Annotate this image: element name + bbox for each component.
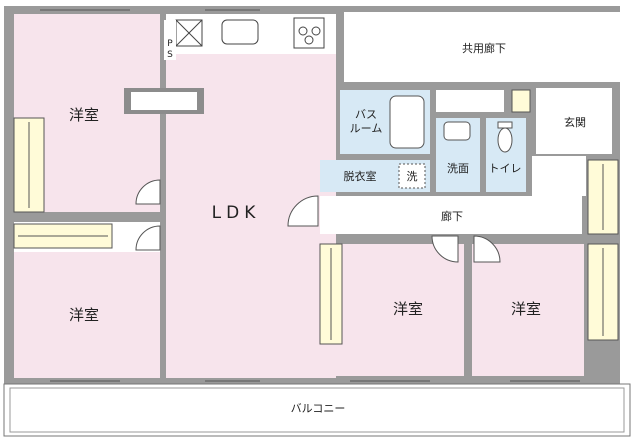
closet-right-top	[587, 159, 619, 235]
common-corridor	[344, 12, 634, 82]
label-toilet: トイレ	[489, 162, 522, 175]
label-common-corridor: 共用廊下	[462, 41, 506, 55]
entrance	[536, 88, 612, 154]
room-ldk	[166, 14, 336, 378]
label-ps-p: P	[167, 39, 173, 49]
label-dressing: 脱衣室	[344, 169, 377, 183]
label-western-4: 洋室	[511, 300, 541, 318]
closet-right-bottom	[587, 243, 619, 341]
label-bath-1: バス	[355, 108, 377, 121]
label-corridor: 廊下	[441, 209, 463, 223]
closet-left	[13, 117, 45, 213]
label-balcony: バルコニー	[291, 402, 346, 415]
label-washer: 洗	[407, 170, 418, 183]
room-western-2	[14, 252, 160, 378]
label-ldk: LDK	[212, 203, 261, 223]
room-western-3	[336, 244, 464, 376]
closet-middle	[13, 223, 113, 249]
label-ps-s: S	[167, 50, 173, 60]
corridor	[320, 196, 582, 234]
label-washbasin: 洗面	[447, 162, 469, 175]
label-bath-2: ルーム	[350, 122, 383, 135]
cabinet-upper	[436, 90, 504, 112]
room-western-4	[472, 244, 584, 376]
label-entrance: 玄関	[564, 115, 586, 129]
label-western-2: 洋室	[69, 306, 99, 324]
closet-room3	[319, 243, 343, 345]
sink	[221, 19, 259, 45]
label-western-1: 洋室	[69, 106, 99, 124]
balcony	[3, 383, 631, 437]
label-western-3: 洋室	[393, 300, 423, 318]
